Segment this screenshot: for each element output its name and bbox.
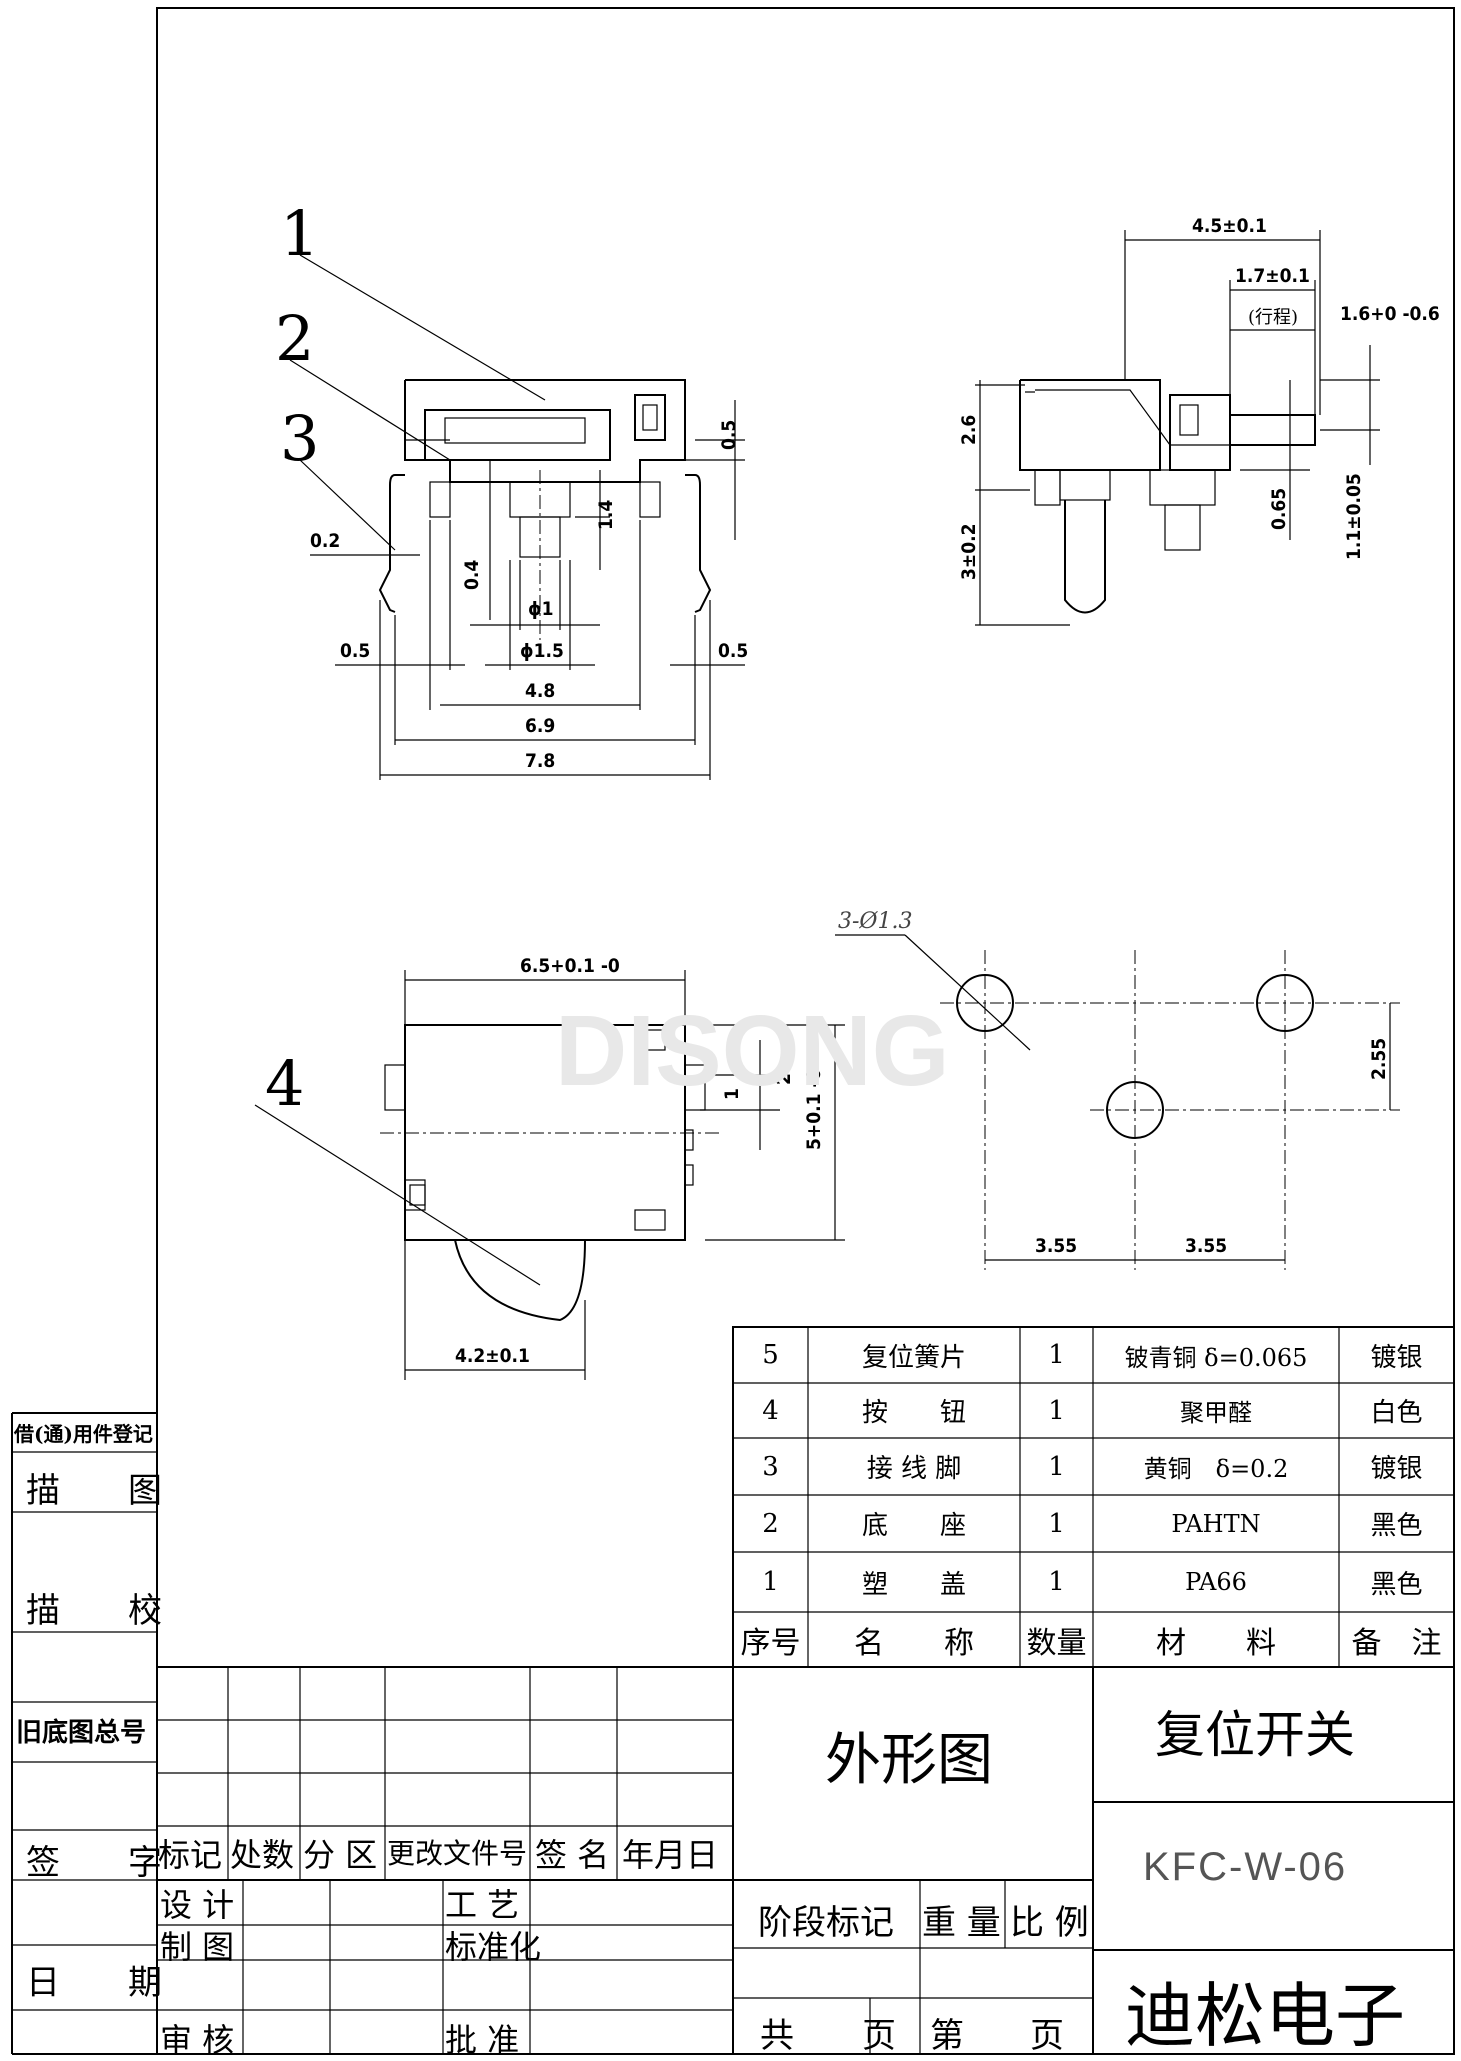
dim-front-phi1: ϕ1 xyxy=(528,598,554,620)
left-label-2: 描 校 xyxy=(26,1591,162,1631)
bom-cell: 铍青铜 δ=0.065 xyxy=(1124,1343,1308,1372)
dim-front-0.5-left: 0.5 xyxy=(340,640,370,662)
bom-cell: 4 xyxy=(762,1395,779,1426)
bom-cell: 按 钮 xyxy=(861,1398,966,1428)
watermark: DISONG xyxy=(555,995,949,1107)
bom-cell: 1 xyxy=(1048,1451,1065,1482)
dim-top-1: 1 xyxy=(721,1088,743,1100)
dim-front-1.4: 1.4 xyxy=(595,500,617,530)
bom-header-cell: 备 注 xyxy=(1351,1625,1442,1661)
dim-top-6.5: 6.5+0.1 -0 xyxy=(520,955,620,977)
dim-front-0.4: 0.4 xyxy=(461,560,483,590)
dim-top-2: 2 xyxy=(773,1073,795,1085)
left-label-4: 签 字 xyxy=(26,1843,162,1883)
sheet-page-label-2: 页 xyxy=(1030,2016,1064,2056)
bom-cell: 复位簧片 xyxy=(861,1342,966,1373)
left-label-5: 日 期 xyxy=(26,1963,162,2003)
front-view xyxy=(289,254,745,780)
rev-header-2: 分 区 xyxy=(303,1836,378,1874)
company-name: 迪松电子 xyxy=(1125,1975,1405,2057)
top-view xyxy=(254,970,845,1380)
part-number: KFC-W-06 xyxy=(1143,1845,1348,1889)
bom-cell: 1 xyxy=(1048,1340,1065,1370)
dim-side-1.6: 1.6+0 -0.6 xyxy=(1340,303,1440,325)
dim-pad-holes: 3-Ø1.3 xyxy=(838,909,912,934)
bom-cell: 1 xyxy=(1048,1508,1065,1539)
dim-side-1.7: 1.7±0.1 xyxy=(1235,265,1310,287)
scale-label: 比 例 xyxy=(1010,1903,1089,1943)
rev-header-5: 年月日 xyxy=(622,1836,719,1874)
title-block xyxy=(12,1451,1455,2055)
rev-header-3: 更改文件号 xyxy=(387,1837,528,1870)
dim-front-0.5-right2: 0.5 xyxy=(718,640,748,662)
weight-label: 重 量 xyxy=(922,1903,1001,1943)
bom-cell: PA66 xyxy=(1185,1568,1247,1596)
bom-table xyxy=(732,1326,1455,1668)
bom-cell: 黑色 xyxy=(1370,1569,1423,1600)
sheet-page-label-1: 页 xyxy=(862,2016,896,2056)
dim-front-4.8: 4.8 xyxy=(525,680,555,702)
bom-cell: 接 线 脚 xyxy=(866,1454,962,1484)
bom-cell: 镀银 xyxy=(1370,1454,1423,1484)
sign-review: 审 核 xyxy=(160,2021,235,2059)
bom-cell: 1 xyxy=(762,1567,779,1597)
callout-2: 2 xyxy=(275,302,314,375)
sign-standard: 标准化 xyxy=(445,1928,542,1966)
bom-header-cell: 序号 xyxy=(740,1625,801,1661)
dim-front-7.8: 7.8 xyxy=(525,750,555,772)
dim-front-0.5-right: 0.5 xyxy=(718,420,740,450)
dim-side-3: 3±0.2 xyxy=(958,524,980,581)
bom-cell: PAHTN xyxy=(1171,1509,1261,1538)
bom-cell: 3 xyxy=(762,1451,779,1482)
callout-4: 4 xyxy=(265,1047,304,1120)
sign-draw: 制 图 xyxy=(160,1928,235,1966)
sheet-total-label: 共 xyxy=(760,2016,794,2056)
bom-cell: 5 xyxy=(762,1340,779,1370)
rev-header-0: 标记 xyxy=(158,1836,223,1874)
bom-cell: 黑色 xyxy=(1370,1511,1423,1541)
pad-view xyxy=(835,934,1400,1270)
bom-cell: 镀银 xyxy=(1370,1342,1423,1373)
dim-front-6.9: 6.9 xyxy=(525,715,555,737)
dim-top-5: 5+0.1 -0 xyxy=(803,1068,825,1150)
callout-1: 1 xyxy=(280,197,319,270)
callout-3: 3 xyxy=(280,402,319,475)
side-view xyxy=(975,230,1380,626)
dim-side-0.65: 0.65 xyxy=(1268,488,1290,530)
bom-cell: 白色 xyxy=(1370,1398,1423,1428)
bom-cell: 黄铜 δ=0.2 xyxy=(1143,1455,1289,1483)
dim-pad-2.55: 2.55 xyxy=(1368,1038,1390,1080)
dim-side-4.5: 4.5±0.1 xyxy=(1192,215,1267,237)
rev-header-1: 处数 xyxy=(230,1836,295,1874)
bom-cell: 2 xyxy=(762,1508,779,1539)
drawing-type: 外形图 xyxy=(825,1728,993,1793)
dim-side-1.1: 1.1±0.05 xyxy=(1343,473,1365,560)
sign-design: 设 计 xyxy=(160,1886,235,1924)
dim-front-0.2: 0.2 xyxy=(310,530,340,552)
dim-pad-3.55-left: 3.55 xyxy=(1035,1235,1077,1257)
product-name: 复位开关 xyxy=(1155,1706,1355,1764)
left-label-1: 描 图 xyxy=(26,1471,162,1511)
dim-side-travel-note: (行程) xyxy=(1248,307,1298,328)
bom-header-cell: 材 料 xyxy=(1156,1625,1276,1661)
bom-cell: 塑 盖 xyxy=(861,1569,966,1600)
bom-header-cell: 数量 xyxy=(1026,1625,1087,1661)
left-label-3: 旧底图总号 xyxy=(16,1718,147,1748)
sign-process: 工 艺 xyxy=(445,1886,520,1924)
bom-cell: 1 xyxy=(1048,1567,1065,1597)
sign-approve: 批 准 xyxy=(445,2021,520,2059)
left-label-0: 借(通)用件登记 xyxy=(14,1422,153,1446)
bom-cell: 聚甲醛 xyxy=(1180,1399,1252,1427)
bom-cell: 底 座 xyxy=(861,1511,966,1541)
sheet-number-label: 第 xyxy=(930,2016,964,2056)
bom-header-cell: 名 称 xyxy=(854,1625,974,1661)
dim-side-2.6: 2.6 xyxy=(958,415,980,445)
bom-cell: 1 xyxy=(1048,1395,1065,1426)
dim-front-phi1.5: ϕ1.5 xyxy=(520,640,564,662)
stage-label: 阶段标记 xyxy=(758,1903,894,1943)
rev-header-4: 签 名 xyxy=(535,1836,610,1874)
dim-top-4.2: 4.2±0.1 xyxy=(455,1345,530,1367)
dim-pad-3.55-right: 3.55 xyxy=(1185,1235,1227,1257)
